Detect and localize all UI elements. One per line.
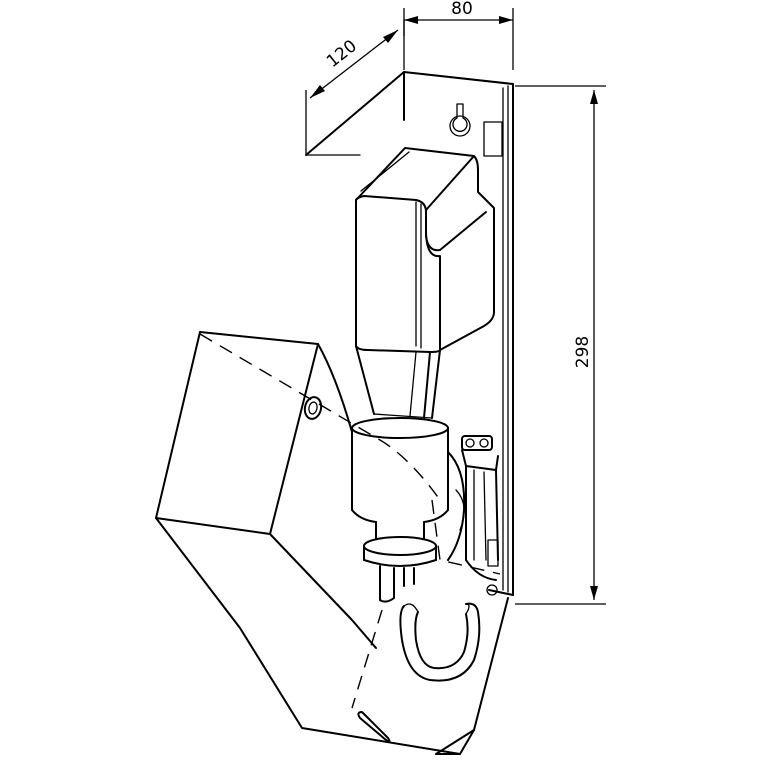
keyhole-icon bbox=[449, 103, 471, 137]
backplate bbox=[305, 71, 514, 596]
width-dimension-label: 80 bbox=[451, 0, 473, 19]
height-dimension-label: 298 bbox=[573, 336, 593, 368]
lever-mechanism bbox=[461, 435, 499, 596]
view-window bbox=[357, 711, 391, 743]
height-dimension: 298 bbox=[515, 85, 606, 605]
depth-dimension: 120 bbox=[305, 20, 405, 155]
depth-dimension-label: 120 bbox=[323, 36, 361, 72]
pump-body bbox=[351, 417, 466, 603]
drip-tray-handle bbox=[399, 602, 481, 682]
lock-icon bbox=[303, 396, 323, 420]
dispenser-cover bbox=[155, 331, 509, 755]
refill-container bbox=[355, 147, 495, 419]
mounting-slot bbox=[483, 121, 503, 157]
width-dimension: 80 bbox=[403, 0, 514, 70]
